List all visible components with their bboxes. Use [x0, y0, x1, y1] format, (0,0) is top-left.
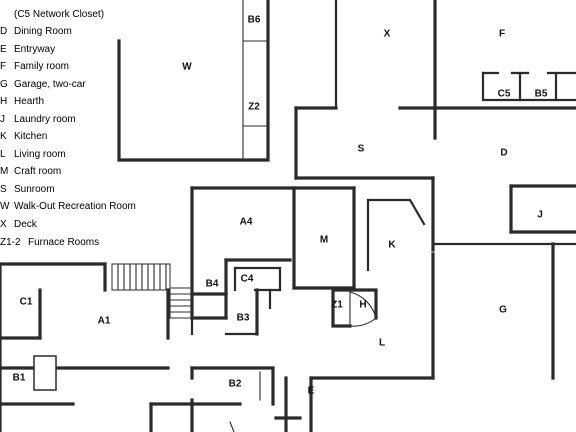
- room-label-b3: B3: [237, 313, 250, 324]
- room-label-a4: A4: [240, 217, 253, 228]
- room-label-f: F: [499, 29, 505, 40]
- room-label-z2: Z2: [248, 102, 260, 113]
- room-label-b1: B1: [13, 373, 26, 384]
- legend-desc: Entryway: [14, 44, 56, 55]
- legend-desc: Craft room: [14, 166, 62, 177]
- room-label-b4: B4: [206, 279, 219, 290]
- legend-desc: Walk-Out Recreation Room: [14, 201, 136, 212]
- walls-laundry-garage: [309, 184, 576, 380]
- walls-upper-right: [294, 0, 576, 252]
- legend-key: M: [0, 166, 9, 177]
- legend-desc: Garage, two-car: [14, 79, 86, 90]
- room-label-b6: B6: [248, 15, 261, 26]
- room-label-z1: Z1: [331, 300, 343, 311]
- legend-desc: Family room: [14, 61, 70, 72]
- legend-key: X: [0, 219, 7, 230]
- room-label-j: J: [537, 210, 543, 221]
- legend-desc: Dining Room: [14, 26, 72, 37]
- room-label-l: L: [379, 338, 385, 349]
- room-label-w: W: [182, 62, 192, 73]
- room-label-s: S: [358, 144, 365, 155]
- legend-key: K: [0, 131, 7, 142]
- room-label-c4: C4: [241, 274, 254, 285]
- walls-small-rooms: [190, 258, 292, 336]
- walls-lower-left: [0, 262, 170, 432]
- room-label-m: M: [320, 235, 328, 246]
- legend-desc: Kitchen: [14, 131, 48, 142]
- legend-key: W: [0, 201, 10, 212]
- room-label-c1: C1: [20, 297, 33, 308]
- room-labels: B6 W Z2 X F C5 B5 S D A4 M K J C4 B4 B3 …: [13, 15, 548, 397]
- legend-desc: Living room: [14, 149, 66, 160]
- room-label-x: X: [384, 29, 391, 40]
- legend-key: G: [0, 79, 8, 90]
- walls-recreation-room: [117, 0, 270, 162]
- legend-key: H: [0, 96, 8, 107]
- legend-title: (C5 Network Closet): [14, 9, 105, 20]
- legend-desc: Hearth: [14, 96, 45, 107]
- legend-key: F: [0, 61, 7, 72]
- legend-desc: Laundry room: [14, 114, 76, 125]
- stairs: [103, 262, 193, 319]
- legend-key: S: [0, 184, 7, 195]
- legend-desc: Sunroom: [14, 184, 55, 195]
- room-label-c5: C5: [498, 89, 511, 100]
- room-label-g: G: [499, 305, 507, 316]
- walls-central: [190, 186, 426, 328]
- legend-key: L: [0, 149, 6, 160]
- legend-key: J: [0, 114, 5, 125]
- legend-key: E: [0, 44, 7, 55]
- legend-desc: Furnace Rooms: [28, 237, 100, 248]
- room-label-e: E: [308, 386, 315, 397]
- room-label-b2: B2: [229, 379, 242, 390]
- room-label-h: H: [359, 300, 366, 311]
- legend-desc: Deck: [14, 219, 37, 230]
- room-label-d: D: [500, 148, 507, 159]
- room-label-b5: B5: [535, 89, 548, 100]
- walls-lower-middle: [149, 366, 313, 432]
- legend-key: Z1-2: [0, 237, 21, 248]
- room-label-k: K: [388, 240, 396, 251]
- legend-key: D: [0, 26, 8, 37]
- room-label-a1: A1: [98, 316, 111, 327]
